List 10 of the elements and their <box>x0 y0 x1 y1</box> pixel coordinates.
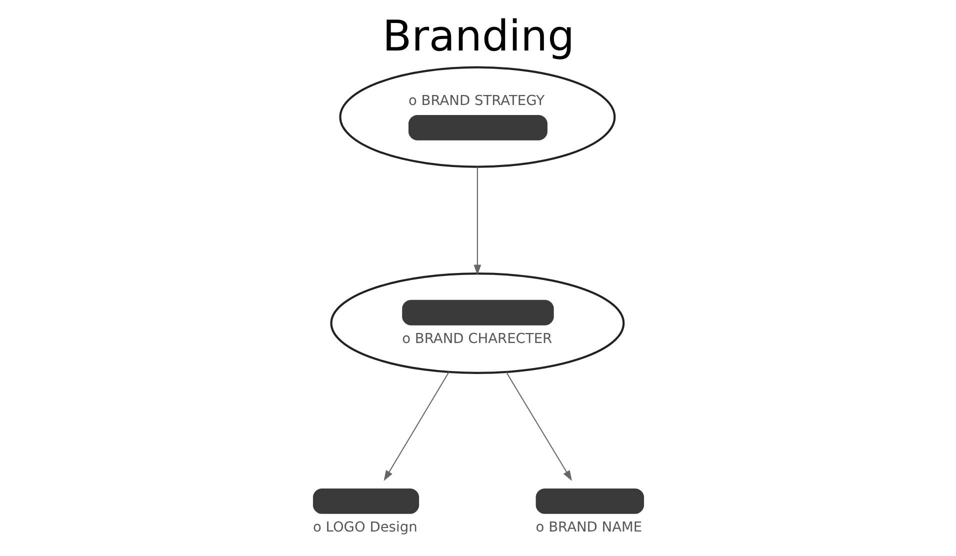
node-label: o LOGO Design <box>312 519 417 536</box>
arrow <box>383 372 449 482</box>
node-box <box>312 488 419 514</box>
node-label: o BRAND NAME <box>535 519 642 536</box>
node-box <box>535 488 644 514</box>
node-ellipse: o BRAND CHARECTER <box>330 272 624 374</box>
arrow <box>473 167 481 276</box>
node-ellipse: o BRAND STRATEGY <box>338 66 616 168</box>
diagram-title: Branding <box>382 12 574 62</box>
arrow <box>505 372 572 482</box>
